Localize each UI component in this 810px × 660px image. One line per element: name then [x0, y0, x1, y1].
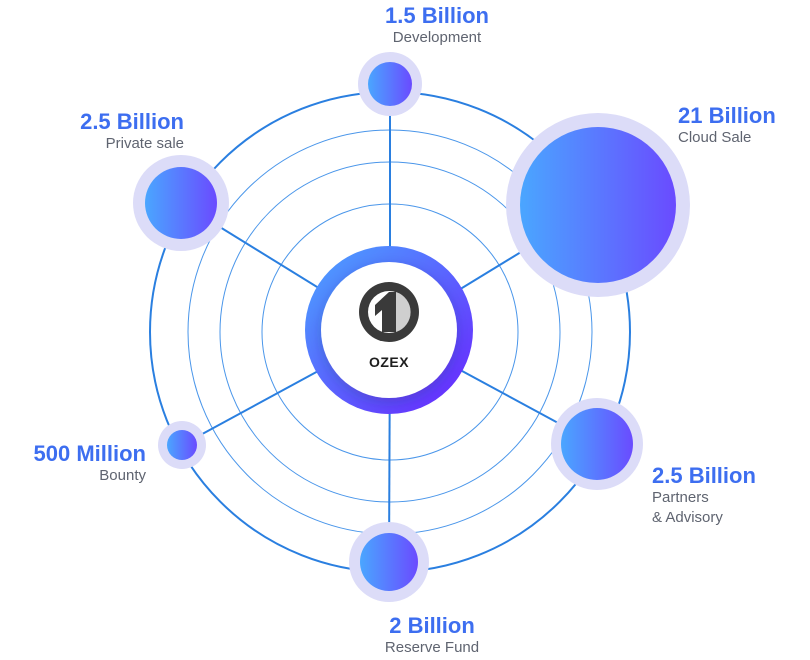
label-cloud-sale: 21 Billion Cloud Sale: [678, 104, 798, 148]
label-private-sale: 2.5 Billion Private sale: [50, 110, 184, 154]
node-cloud-sale: [506, 113, 690, 297]
node-reserve-fund: [349, 522, 429, 602]
ozex-logo-icon: [359, 282, 419, 342]
amount-text: 2.5 Billion: [652, 463, 756, 488]
desc-text: Development: [392, 29, 482, 46]
amount-text: 21 Billion: [678, 103, 776, 128]
desc-text: Partners: [652, 489, 709, 506]
label-reserve-fund: 2 Billion Reserve Fund: [372, 614, 492, 658]
label-bounty: 500 Million Bounty: [10, 442, 146, 486]
node-development: [358, 52, 422, 116]
amount-text: 2 Billion: [389, 613, 475, 638]
desc-text: Private sale: [105, 135, 184, 152]
amount-text: 1.5 Billion: [385, 3, 489, 28]
node-bubble: [561, 408, 633, 480]
node-bubble: [520, 127, 676, 283]
node-bubble: [368, 62, 412, 106]
label-partners: 2.5 Billion Partners & Advisory: [652, 464, 782, 528]
node-bubble: [167, 430, 197, 460]
amount-text: 500 Million: [33, 441, 146, 466]
label-development: 1.5 Billion Development: [377, 4, 497, 48]
node-bubble: [145, 167, 217, 239]
center-label: OZEX: [368, 354, 410, 370]
center-hub: [305, 246, 473, 414]
desc-text: Reserve Fund: [384, 639, 480, 656]
desc-text: Cloud Sale: [678, 129, 752, 146]
node-bubble: [360, 533, 418, 591]
node-bounty: [158, 421, 206, 469]
node-private-sale: [133, 155, 229, 251]
desc-text-line2: & Advisory: [652, 509, 723, 526]
amount-text: 2.5 Billion: [80, 109, 184, 134]
desc-text: Bounty: [99, 467, 146, 484]
node-partners: [551, 398, 643, 490]
